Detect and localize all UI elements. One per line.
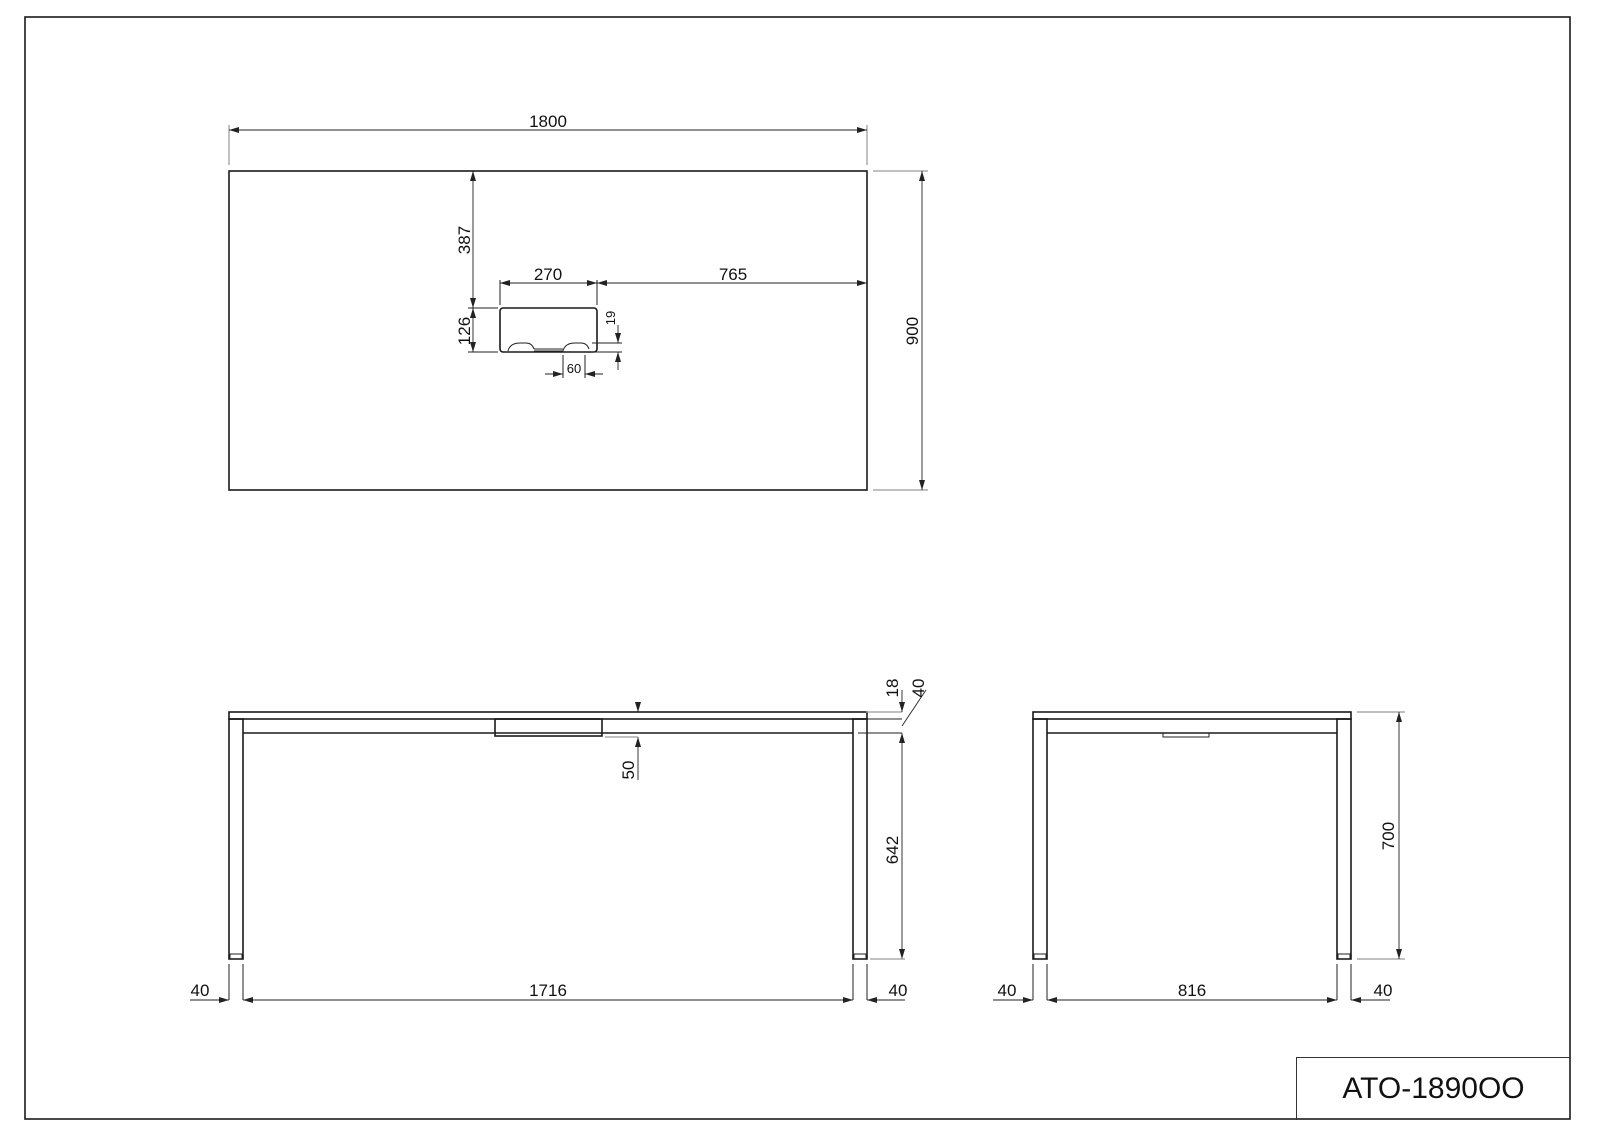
front-left-leg — [228, 718, 244, 960]
dim-top-thickness: 18 — [883, 679, 902, 698]
dim-cutout-offset-right: 765 — [719, 265, 747, 284]
wiring-cutout — [499, 307, 598, 353]
dim-overall-width: 1800 — [529, 112, 567, 131]
dim-front-inner-span: 1716 — [529, 981, 567, 1000]
dim-side-height: 700 — [1379, 822, 1398, 850]
drawing-border — [24, 16, 1571, 1120]
dim-side-right-leg: 40 — [1374, 981, 1393, 1000]
dim-cutout-offset-back: 387 — [455, 226, 474, 254]
side-view — [993, 711, 1405, 1003]
top-view — [228, 125, 928, 491]
dim-overall-depth: 900 — [903, 317, 922, 345]
side-tray — [1162, 732, 1210, 738]
dim-cutout-width: 270 — [534, 265, 562, 284]
dim-side-inner-span: 816 — [1178, 981, 1206, 1000]
front-top — [228, 711, 868, 720]
dim-side-left-leg: 40 — [998, 981, 1017, 1000]
dim-cutout-depth: 126 — [455, 317, 474, 345]
dim-cutout-notch-depth: 19 — [603, 311, 618, 325]
front-right-leg — [852, 718, 868, 960]
side-right-leg — [1336, 718, 1352, 960]
front-view — [190, 689, 927, 1003]
tabletop-outline — [228, 170, 868, 491]
dim-leg-clear-height: 642 — [883, 836, 902, 864]
dim-apron-offset: 40 — [909, 679, 928, 698]
dim-tray-depth: 50 — [619, 761, 638, 780]
side-top — [1032, 711, 1352, 720]
dim-cutout-notch-width: 60 — [567, 361, 581, 376]
title-block: ATO-1890OO — [1296, 1057, 1570, 1120]
dim-front-left-leg: 40 — [191, 981, 210, 1000]
side-left-leg — [1032, 718, 1048, 960]
dim-front-right-leg: 40 — [889, 981, 908, 1000]
front-tray — [494, 718, 603, 737]
